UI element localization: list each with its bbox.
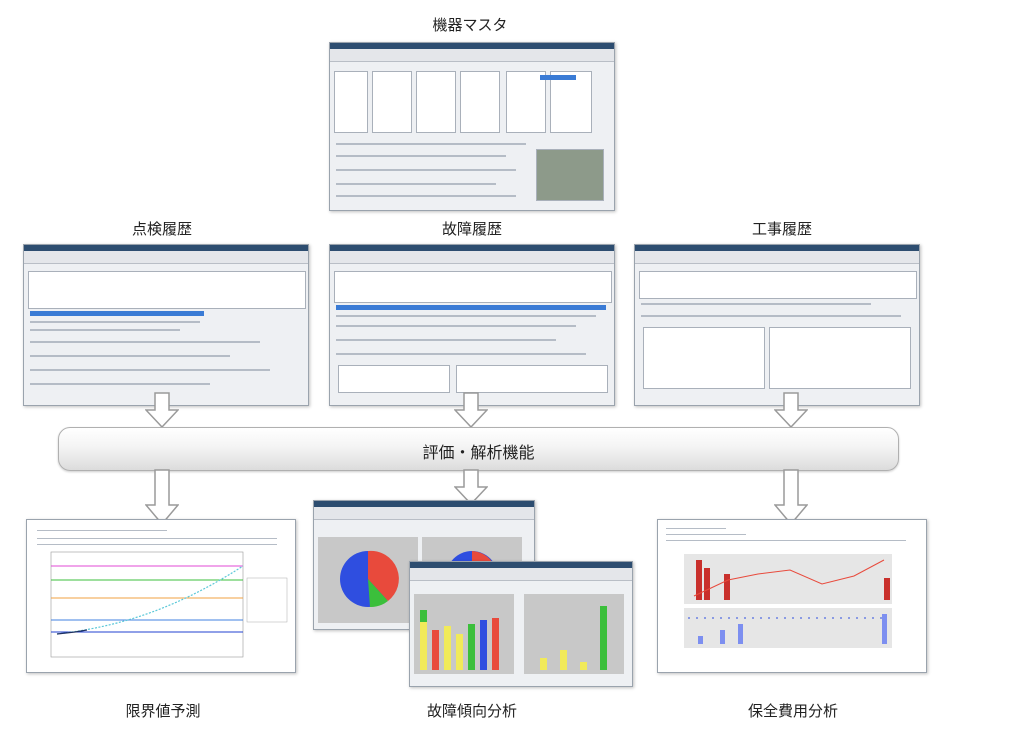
- label-equipment-master: 機器マスタ: [432, 16, 508, 34]
- screenshot-construction-history: [634, 244, 920, 406]
- screenshot-failure-trend-bars: [409, 561, 633, 687]
- arrow-down-icon: [774, 469, 808, 525]
- label-limit-prediction: 限界値予測: [125, 702, 201, 720]
- label-construction-history: 工事履歴: [751, 220, 813, 238]
- screenshot-failure-history: [329, 244, 615, 406]
- label-maintenance-cost: 保全費用分析: [747, 702, 839, 720]
- arrow-down-icon: [454, 469, 488, 505]
- label-failure-history: 故障履歴: [441, 220, 503, 238]
- label-inspection-history: 点検履歴: [131, 220, 193, 238]
- screenshot-equipment-master: [329, 42, 615, 211]
- band-label: 評価・解析機能: [422, 443, 535, 462]
- arrow-down-icon: [145, 392, 179, 428]
- label-failure-trend: 故障傾向分析: [426, 702, 518, 720]
- arrow-down-icon: [774, 392, 808, 428]
- arrow-down-icon: [145, 469, 179, 525]
- screenshot-maintenance-cost: [657, 519, 927, 673]
- arrow-down-icon: [454, 392, 488, 428]
- evaluation-analysis-band: 評価・解析機能: [58, 427, 899, 471]
- screenshot-limit-prediction: [26, 519, 296, 673]
- screenshot-inspection-history: [23, 244, 309, 406]
